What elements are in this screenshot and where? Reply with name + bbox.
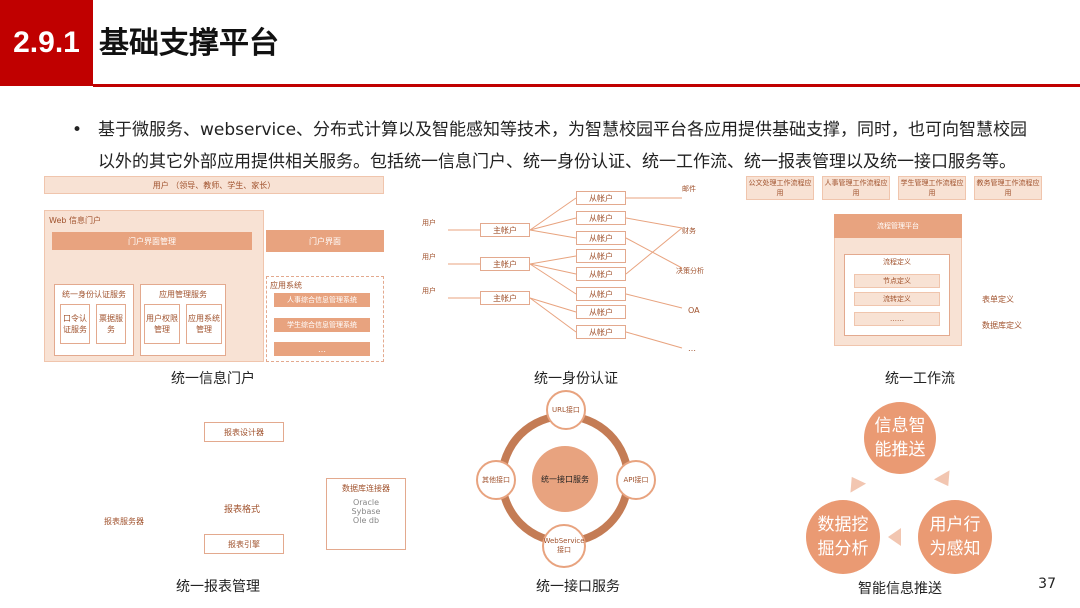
target-decision: 决策分析 (676, 267, 704, 275)
form-def-label: 表单定义 (982, 295, 1014, 304)
workflow-app-4: 教务管理工作流程应用 (974, 176, 1042, 200)
arrow-icon (843, 472, 867, 493)
sub-account-7: 从帐户 (576, 305, 626, 319)
workflow-app-2: 人事管理工作流程应用 (822, 176, 890, 200)
main-account-1: 主帐户 (480, 223, 530, 237)
main-account-3: 主帐户 (480, 291, 530, 305)
identity-caption: 统一身份认证 (534, 371, 618, 387)
identity-links (448, 197, 683, 349)
token-auth-box: 口令认证服务 (60, 304, 90, 344)
interface-center: 统一接口服务 (532, 446, 598, 512)
webservice-interface: WebService接口 (542, 524, 586, 568)
push-left: 数据挖掘分析 (806, 500, 880, 574)
db-connector-label: 数据库连接器 (342, 484, 390, 493)
url-interface: URL接口 (546, 390, 586, 430)
ticket-service-box: 票据服务 (96, 304, 126, 344)
user-perm-box: 用户权限管理 (144, 304, 180, 344)
sub-account-6: 从帐户 (576, 287, 626, 301)
sub-account-3: 从帐户 (576, 231, 626, 245)
report-format: 报表格式 (224, 505, 261, 515)
portal-diagram: 用户 （领导、教师、学生、家长） Web 信息门户 门户界面管理 门户界面 统一… (44, 176, 384, 362)
header-divider (93, 84, 1080, 87)
page-number: 37 (1038, 576, 1056, 592)
workflow-app-1: 公文处理工作流程应用 (746, 176, 814, 200)
app-sys-mgmt-box: 应用系统管理 (186, 304, 222, 344)
target-oa: OA (688, 306, 700, 315)
sub-account-1: 从帐户 (576, 191, 626, 205)
push-diagram: 信息智能推送 数据挖掘分析 用户行为感知 (800, 398, 1020, 578)
api-interface: API接口 (616, 460, 656, 500)
transfer-def: 流转定义 (854, 292, 940, 306)
hr-system-box: 人事综合信息管理系统 (274, 293, 370, 307)
push-top: 信息智能推送 (864, 402, 936, 474)
workflow-caption: 统一工作流 (885, 371, 955, 387)
target-more: … (688, 344, 696, 353)
main-account-2: 主帐户 (480, 257, 530, 271)
report-designer: 报表设计器 (204, 422, 284, 442)
target-finance: 财务 (682, 227, 696, 235)
portal-caption: 统一信息门户 (171, 371, 255, 387)
web-portal-label: Web 信息门户 (49, 216, 101, 225)
arrow-icon (888, 528, 901, 546)
sub-account-2: 从帐户 (576, 211, 626, 225)
report-engine: 报表引擎 (204, 534, 284, 554)
db-connector-box: 数据库连接器 Oracle Sybase Ole db (326, 478, 406, 550)
section-number: 2.9.1 (0, 0, 93, 86)
other-interface: 其他接口 (476, 460, 516, 500)
report-diagram: 报表设计器 报表格式 报表引擎 报表服务器 数据库连接器 Oracle Syba… (44, 398, 410, 568)
slide-title: 基础支撑平台 (99, 26, 279, 61)
portal-ui-box: 门户界面 (266, 230, 384, 252)
users-bar: 用户 （领导、教师、学生、家长） (44, 176, 384, 194)
interface-diagram: 统一接口服务 URL接口 其他接口 API接口 WebService接口 (470, 390, 660, 570)
push-right: 用户行为感知 (918, 500, 992, 574)
portal-mgmt-box: 门户界面管理 (52, 232, 252, 250)
user-2: 用户 (422, 253, 436, 261)
sub-account-4: 从帐户 (576, 249, 626, 263)
sub-account-5: 从帐户 (576, 267, 626, 281)
user-3: 用户 (422, 287, 436, 295)
arrow-icon (933, 470, 957, 491)
user-1: 用户 (422, 219, 436, 227)
identity-diagram: 用户 用户 用户 主帐户 主帐户 主帐户 从帐户 从帐户 从帐户 从帐户 从帐户… (418, 178, 718, 360)
more-def: …… (854, 312, 940, 326)
more-system-box: … (274, 342, 370, 356)
student-system-box: 学生综合信息管理系统 (274, 318, 370, 332)
workflow-platform-title: 流程管理平台 (834, 214, 962, 238)
sub-account-8: 从帐户 (576, 325, 626, 339)
bullet-line-2: 以外的其它外部应用提供相关服务。包括统一信息门户、统一身份认证、统一工作流、统一… (98, 152, 1016, 172)
node-def: 节点定义 (854, 274, 940, 288)
report-caption: 统一报表管理 (176, 579, 260, 595)
bullet-line-1: 基于微服务、webservice、分布式计算以及智能感知等技术，为智慧校园平台各… (98, 120, 1028, 140)
target-mail: 邮件 (682, 185, 696, 193)
workflow-diagram: 公文处理工作流程应用 人事管理工作流程应用 学生管理工作流程应用 教务管理工作流… (746, 176, 1056, 348)
db-list: Oracle Sybase Ole db (351, 498, 381, 525)
bullet-dot-icon: • (72, 120, 83, 140)
workflow-app-3: 学生管理工作流程应用 (898, 176, 966, 200)
db-def-label: 数据库定义 (982, 321, 1022, 330)
push-caption: 智能信息推送 (858, 581, 942, 597)
interface-caption: 统一接口服务 (536, 579, 620, 595)
app-system-label: 应用系统 (270, 281, 302, 290)
report-server: 报表服务器 (104, 517, 144, 526)
